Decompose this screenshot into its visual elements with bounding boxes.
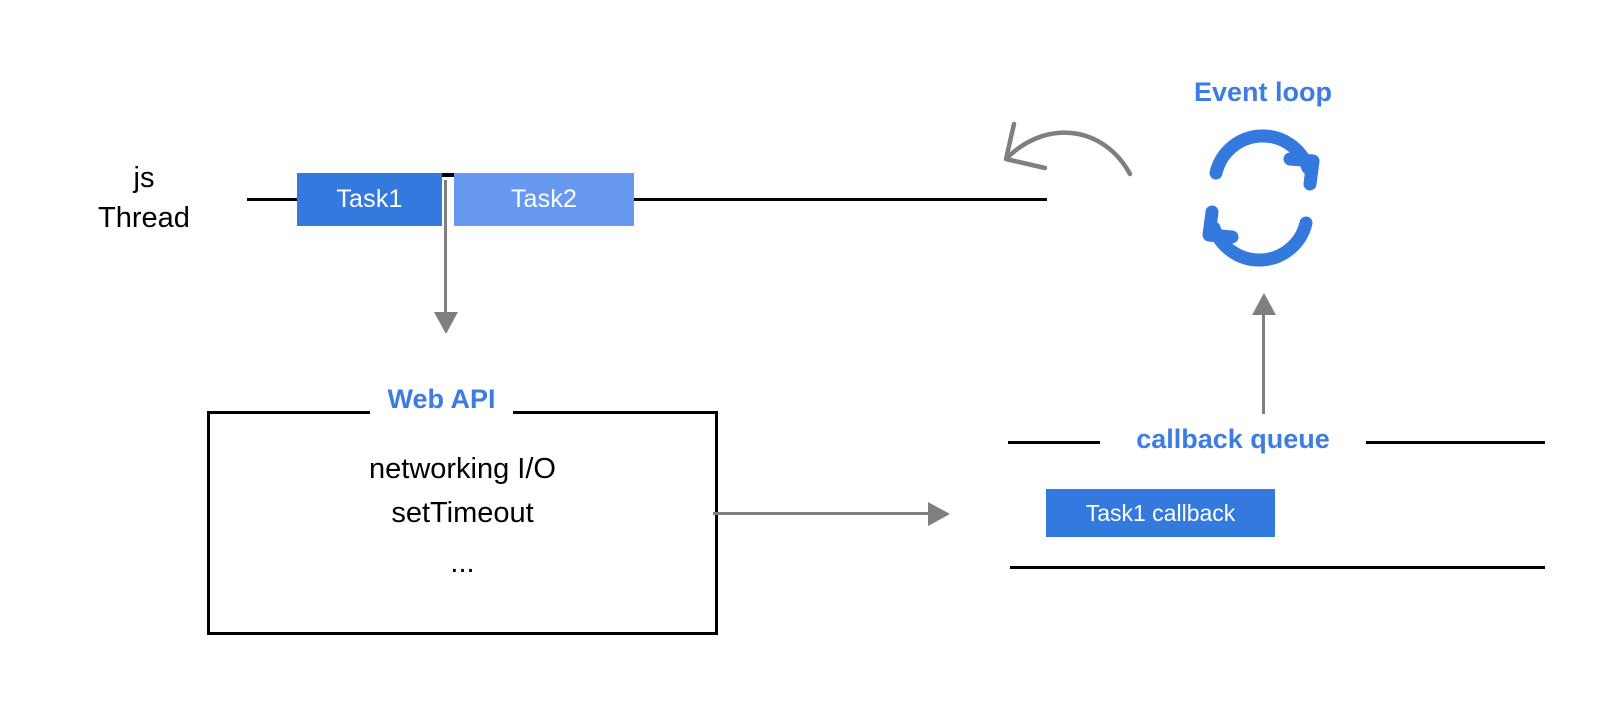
eventloop-to-thread-arrow bbox=[980, 112, 1150, 197]
event-loop-title: Event loop bbox=[1193, 77, 1332, 107]
js-thread-label-line1: js bbox=[133, 162, 155, 194]
web-api-box-top-right-border bbox=[513, 411, 718, 414]
callback-queue-top-right-line bbox=[1366, 441, 1545, 444]
web-api-item-settimeout: setTimeout bbox=[391, 497, 534, 529]
web-api-item-networking-io: networking I/O bbox=[369, 453, 556, 485]
js-thread-label-line2: Thread bbox=[98, 202, 190, 234]
task2-label: Task2 bbox=[510, 185, 578, 213]
queue-to-eventloop-arrow-shaft bbox=[1262, 314, 1265, 414]
circular-loop-icon bbox=[1186, 128, 1336, 273]
callback-queue-title: callback queue bbox=[1100, 424, 1366, 455]
thread-timeline-left-segment bbox=[247, 198, 299, 201]
js-thread-label: js Thread bbox=[54, 158, 234, 238]
task-divider-tick bbox=[442, 173, 454, 177]
queue-to-eventloop-arrow-head bbox=[1252, 293, 1276, 315]
web-api-content: networking I/O setTimeout ... bbox=[218, 447, 707, 591]
web-api-box-top-left-border bbox=[207, 411, 370, 414]
webapi-to-queue-arrow-head bbox=[928, 502, 950, 526]
web-api-title: Web API bbox=[370, 384, 513, 415]
task1-to-webapi-arrow-head bbox=[434, 312, 458, 334]
task1-block[interactable]: Task1 bbox=[297, 173, 442, 226]
task1-label: Task1 bbox=[336, 185, 403, 213]
callback-queue-item-label: Task1 callback bbox=[1085, 499, 1236, 526]
web-api-box bbox=[207, 411, 718, 635]
webapi-to-queue-arrow-shaft bbox=[713, 512, 931, 515]
web-api-ellipsis: ... bbox=[450, 547, 475, 579]
callback-queue-item-task1[interactable]: Task1 callback bbox=[1046, 489, 1275, 537]
callback-queue-top-left-line bbox=[1008, 441, 1100, 444]
callback-queue-bottom-line bbox=[1010, 566, 1545, 569]
thread-timeline-right-segment bbox=[632, 198, 1047, 201]
task2-block[interactable]: Task2 bbox=[454, 173, 634, 226]
task1-to-webapi-arrow-shaft bbox=[444, 180, 447, 316]
